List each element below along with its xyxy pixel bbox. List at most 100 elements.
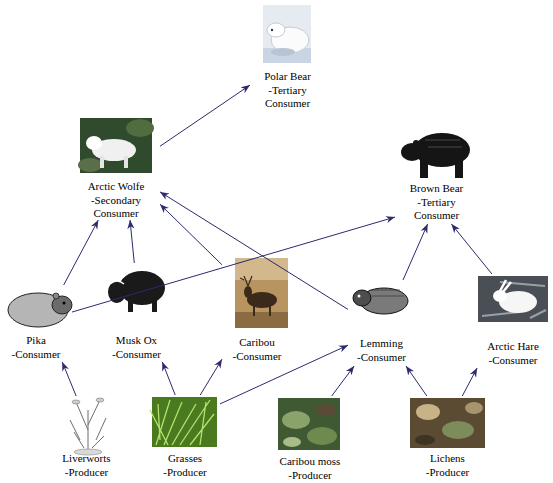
trophic-role: -Secondary Consumer <box>72 194 160 221</box>
organism-node: Caribou moss-Producer <box>272 396 348 483</box>
wolf-leg <box>100 156 104 168</box>
node-caption: Lichens-Producer <box>405 452 490 479</box>
trophic-role: -Consumer <box>0 348 72 362</box>
photo-background <box>263 5 311 63</box>
wolf-leg <box>124 156 128 168</box>
organism-name: Lichens <box>405 452 490 466</box>
bear-head <box>267 23 285 37</box>
organism-node: Caribou-Consumer <box>222 256 292 364</box>
organism-name: Arctic Wolfe <box>72 180 160 194</box>
trophic-role: -Consumer <box>476 354 550 368</box>
caribou-head <box>244 286 252 298</box>
foliage <box>126 119 154 137</box>
trophic-role: -Tertiary Consumer <box>250 84 325 111</box>
hare-head <box>493 290 507 302</box>
organism-name: Grasses <box>150 452 220 466</box>
lichen-patch <box>416 404 440 420</box>
photo-background <box>235 258 288 328</box>
feeding-arrow <box>220 345 348 404</box>
ox-head <box>108 281 126 303</box>
organism-name: Polar Bear <box>250 70 325 84</box>
organism-node: Pika-Consumer <box>0 285 72 362</box>
grass-blades <box>150 400 214 445</box>
pika-picture <box>8 293 72 327</box>
liverworts-picture <box>70 398 106 455</box>
trophic-role: -Producer <box>272 469 348 483</box>
node-caption: Arctic Wolfe-Secondary Consumer <box>72 180 160 221</box>
node-caption: Arctic Hare-Consumer <box>476 340 550 367</box>
ox-leg <box>152 300 157 312</box>
ox-leg <box>128 300 133 312</box>
feeding-arrow <box>160 85 250 146</box>
feeding-arrow <box>451 224 492 274</box>
feeding-arrow <box>406 366 427 396</box>
bear-ear <box>413 140 419 146</box>
photo-ground <box>235 312 288 328</box>
plant-cap <box>72 400 80 404</box>
organism-node: Brown Bear-Tertiary Consumer <box>395 123 478 224</box>
photo-background <box>410 398 485 448</box>
node-caption: Grasses-Producer <box>150 452 220 479</box>
pika-ear <box>53 293 59 299</box>
caribou-picture <box>235 258 288 328</box>
ox-body <box>119 271 165 305</box>
trophic-role: -Consumer <box>348 351 415 365</box>
lichen-patch <box>442 421 474 439</box>
organism-node: Arctic Hare-Consumer <box>476 274 550 368</box>
lemming-picture <box>353 288 408 314</box>
organism-name: Lemming <box>348 337 415 351</box>
feeding-arrow <box>64 220 99 285</box>
fur-hatching <box>370 290 404 296</box>
wolf-head <box>86 136 102 150</box>
organism-node: Lemming-Consumer <box>348 280 415 366</box>
feeding-arrow <box>200 359 222 395</box>
trophic-role: -Producer <box>405 466 490 480</box>
organism-node: Liverworts-Producer <box>55 396 118 479</box>
arctic-wolf-picture <box>78 118 154 173</box>
organism-node: Grasses-Producer <box>150 395 220 479</box>
feeding-arrow <box>332 366 354 396</box>
pika-eye <box>63 302 66 305</box>
organism-name: Caribou moss <box>272 455 348 469</box>
photo-background <box>278 398 340 450</box>
organism-node: Polar Bear-Tertiary Consumer <box>250 4 325 116</box>
photo-sky <box>235 258 288 280</box>
caribou-antlers <box>240 276 252 286</box>
node-caption: Brown Bear-Tertiary Consumer <box>395 182 478 223</box>
grasses-picture <box>150 397 217 447</box>
feeding-arrow <box>462 368 477 396</box>
soil-patch <box>415 435 435 445</box>
node-caption: Lemming-Consumer <box>348 337 415 364</box>
arctic-hare-picture <box>478 276 548 322</box>
brown-bear-picture <box>401 133 470 178</box>
organism-node: Musk Ox-Consumer <box>105 263 168 362</box>
trophic-role: -Consumer <box>105 348 168 362</box>
bear-leg <box>455 160 463 178</box>
lichens-picture <box>410 398 485 448</box>
organism-name: Brown Bear <box>395 182 478 196</box>
lemming-eye <box>358 295 361 298</box>
organism-name: Caribou <box>222 336 292 350</box>
trophic-role: -Producer <box>150 466 220 480</box>
trophic-role: -Producer <box>55 466 118 480</box>
snow-streaks <box>482 282 546 318</box>
node-caption: Caribou moss-Producer <box>272 455 348 482</box>
feeding-arrow <box>130 220 134 263</box>
node-caption: Musk Ox-Consumer <box>105 334 168 361</box>
caribou-moss-picture <box>278 398 340 450</box>
feeding-arrow <box>160 192 348 310</box>
node-caption: Pika-Consumer <box>0 334 72 361</box>
organism-node: Arctic Wolfe-Secondary Consumer <box>72 116 160 220</box>
caribou-legs <box>254 306 270 316</box>
bear-head <box>401 143 423 161</box>
node-caption: Liverworts-Producer <box>55 452 118 479</box>
feeding-arrow <box>72 217 395 312</box>
bear-eye <box>271 29 273 31</box>
ox-horns <box>110 281 124 284</box>
organism-name: Arctic Hare <box>476 340 550 354</box>
node-caption: Caribou-Consumer <box>222 336 292 363</box>
snow-shadow <box>263 48 311 63</box>
polar-bear-picture <box>263 5 311 63</box>
hare-ears <box>500 280 511 292</box>
